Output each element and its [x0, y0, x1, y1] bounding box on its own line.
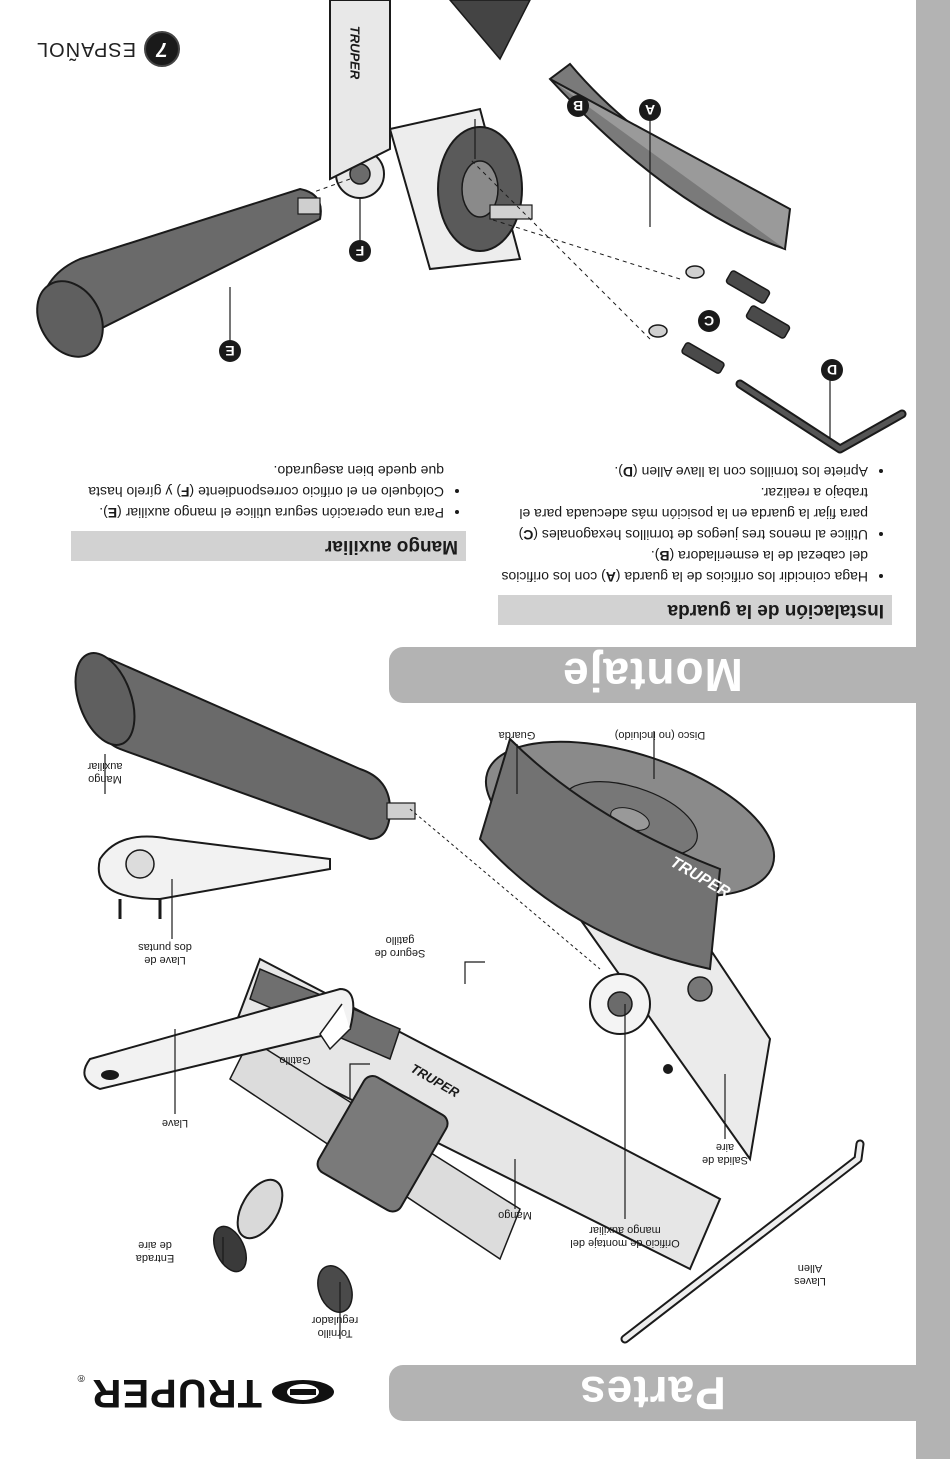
pin-spanner-drawing	[97, 835, 331, 919]
montaje-body-brand: TRUPER	[347, 25, 363, 80]
allen-key-drawing	[620, 1139, 865, 1344]
callout-e: E	[219, 340, 241, 362]
truper-logo: TRUPER ®	[78, 1370, 336, 1415]
callout-f: F	[349, 240, 371, 262]
aux-handle-drawing	[74, 652, 601, 970]
logo-mark-icon	[272, 1380, 334, 1405]
wrench-drawing	[83, 987, 355, 1091]
guard-drawing	[478, 737, 722, 971]
callout-a: A	[639, 99, 661, 121]
page-footer: 7 ESPAÑOL	[36, 31, 180, 67]
callout-d: D	[821, 359, 843, 381]
callout-b: B	[567, 95, 589, 117]
language-label: ESPAÑOL	[36, 38, 136, 61]
leader-lines	[104, 731, 726, 1339]
page-number: 7	[144, 31, 180, 67]
callout-c: C	[698, 310, 720, 332]
partes-illustration	[74, 652, 865, 1344]
